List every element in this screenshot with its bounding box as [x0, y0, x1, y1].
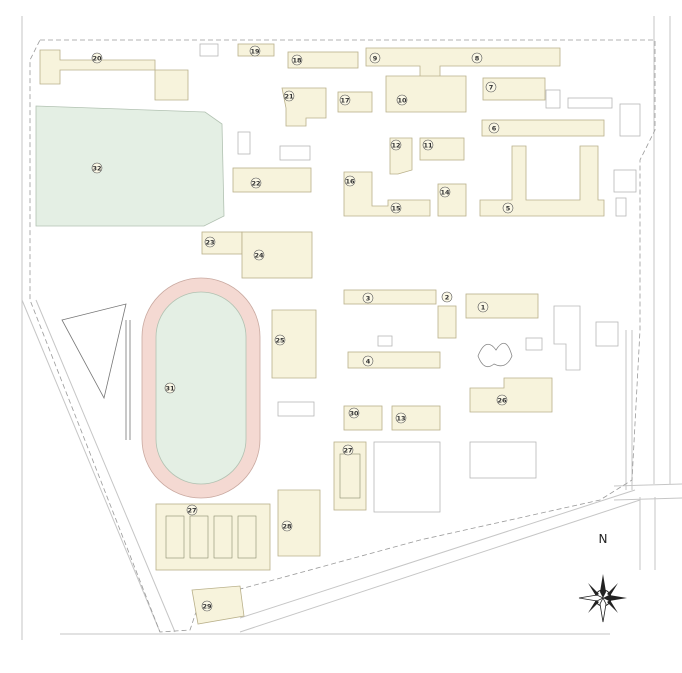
svg-text:21: 21 — [284, 93, 294, 101]
label-25: 25 — [274, 334, 286, 346]
label-31: 31 — [164, 382, 176, 394]
svg-text:19: 19 — [250, 48, 260, 56]
label-32: 32 — [91, 162, 103, 174]
label-21: 21 — [283, 90, 295, 102]
label-13: 13 — [395, 412, 407, 424]
svg-text:3: 3 — [366, 295, 371, 303]
svg-text:30: 30 — [349, 410, 359, 418]
svg-text:15: 15 — [391, 205, 401, 213]
svg-text:11: 11 — [423, 142, 433, 150]
roads — [21, 16, 682, 640]
svg-text:2: 2 — [445, 294, 450, 302]
svg-text:8: 8 — [475, 55, 480, 63]
label-14: 14 — [439, 186, 451, 198]
svg-text:5: 5 — [506, 205, 511, 213]
svg-text:13: 13 — [396, 415, 405, 423]
svg-text:6: 6 — [492, 125, 497, 133]
svg-text:18: 18 — [292, 57, 302, 65]
label-3: 3 — [362, 292, 374, 304]
svg-text:10: 10 — [397, 97, 407, 105]
buildings — [39, 43, 641, 625]
compass-rose-icon — [578, 574, 627, 623]
svg-text:7: 7 — [489, 84, 494, 92]
label-28: 28 — [281, 520, 293, 532]
label-4: 4 — [362, 355, 374, 367]
throwing-field — [61, 303, 131, 440]
svg-text:20: 20 — [92, 55, 102, 63]
label-12: 12 — [390, 139, 402, 151]
svg-text:9: 9 — [373, 55, 378, 63]
svg-text:27: 27 — [187, 507, 196, 515]
svg-text:17: 17 — [340, 97, 349, 105]
pond — [477, 342, 513, 368]
svg-text:32: 32 — [92, 165, 101, 173]
campus-boundary — [29, 39, 656, 633]
label-11: 11 — [422, 139, 434, 151]
label-29: 29 — [201, 600, 213, 612]
svg-text:14: 14 — [440, 189, 450, 197]
svg-text:26: 26 — [497, 397, 507, 405]
svg-text:27: 27 — [343, 447, 352, 455]
svg-text:12: 12 — [391, 142, 400, 150]
label-19: 19 — [249, 45, 261, 57]
label-5: 5 — [502, 202, 514, 214]
label-27b: 27 — [186, 504, 198, 516]
svg-text:22: 22 — [251, 180, 260, 188]
label-26: 26 — [496, 394, 508, 406]
label-20: 20 — [91, 52, 103, 64]
label-30: 30 — [348, 407, 360, 419]
svg-text:31: 31 — [165, 385, 175, 393]
svg-text:23: 23 — [205, 239, 214, 247]
label-8: 8 — [471, 52, 483, 64]
svg-text:N: N — [599, 532, 608, 546]
label-22: 22 — [250, 177, 262, 189]
label-1: 1 — [477, 301, 489, 313]
sports-field-32 — [35, 105, 225, 227]
label-9: 9 — [369, 52, 381, 64]
svg-text:29: 29 — [202, 603, 212, 611]
label-18: 18 — [291, 54, 303, 66]
building-labels: 1 2 3 4 5 6 7 8 9 10 11 12 13 14 15 16 1… — [91, 45, 514, 612]
label-27a: 27 — [342, 444, 354, 456]
svg-text:4: 4 — [366, 358, 371, 366]
label-7: 7 — [485, 81, 497, 93]
svg-text:24: 24 — [254, 252, 264, 260]
label-15: 15 — [390, 202, 402, 214]
svg-text:1: 1 — [481, 304, 486, 312]
label-6: 6 — [488, 122, 500, 134]
label-17: 17 — [339, 94, 351, 106]
svg-text:16: 16 — [345, 178, 355, 186]
svg-text:25: 25 — [275, 337, 285, 345]
label-2: 2 — [441, 291, 453, 303]
label-16: 16 — [344, 175, 356, 187]
label-10: 10 — [396, 94, 408, 106]
compass: N — [578, 532, 627, 623]
label-23: 23 — [204, 236, 216, 248]
label-24: 24 — [253, 249, 265, 261]
svg-text:28: 28 — [282, 523, 292, 531]
track-infield — [155, 291, 247, 485]
